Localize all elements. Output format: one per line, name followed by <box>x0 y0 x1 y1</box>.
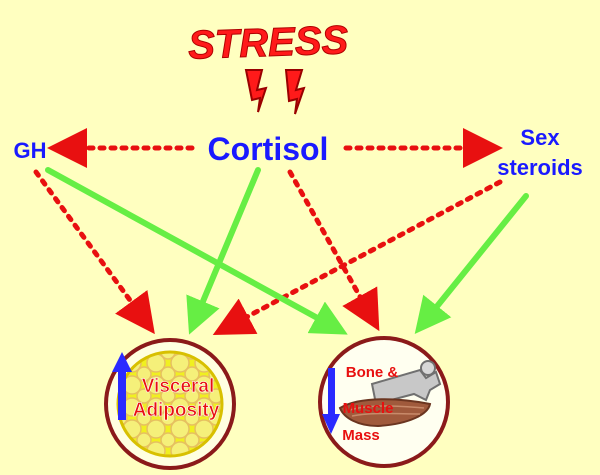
arrow-cortisol-to-bone <box>287 169 380 332</box>
muscle-icon <box>338 398 432 428</box>
sex-steroids-label-line2: steroids <box>497 155 583 180</box>
visceral-label-line1: Visceral <box>142 376 215 397</box>
visceral-adiposity-node: Visceral Adiposity <box>104 338 236 470</box>
bone-muscle-node: Bone & Muscle Mass <box>318 336 450 468</box>
arrow-sex-steroids-to-visceral <box>212 179 503 336</box>
sex-steroids-label-line1: Sex <box>520 125 560 150</box>
arrow-gh-to-bone <box>45 167 348 335</box>
increase-arrow-icon <box>112 352 132 372</box>
arrow-gh-to-visceral <box>33 169 155 335</box>
stress-title: STRESS <box>187 18 349 68</box>
bone-label-line1: Bone & <box>346 364 399 381</box>
visceral-label-line2: Adiposity <box>133 400 220 421</box>
lightning-bolt-icon-left <box>244 69 268 113</box>
lightning-bolt-icon-right <box>284 69 306 115</box>
cortisol-label: Cortisol <box>208 131 329 167</box>
bone-label-line2: Muscle <box>343 400 394 417</box>
arrow-sex-steroids-to-bone <box>414 193 529 335</box>
decrease-arrow-icon <box>322 414 340 434</box>
gh-label: GH <box>14 138 47 163</box>
bone-label-line3: Mass <box>342 427 380 444</box>
arrow-cortisol-to-visceral <box>186 167 261 335</box>
